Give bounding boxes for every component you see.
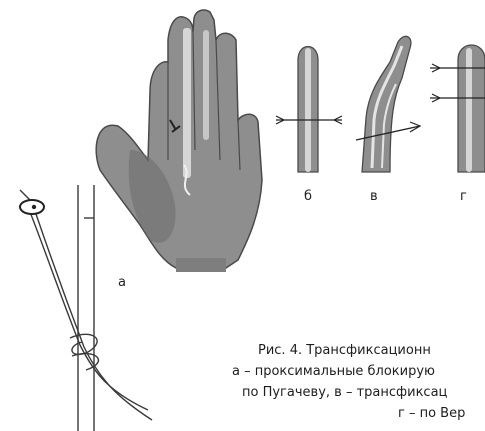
finger-g-illustration: [430, 45, 485, 172]
caption-line-1: Рис. 4. Трансфиксационн: [258, 342, 431, 360]
clamp-icon: [20, 200, 44, 214]
caption-line-3: по Пугачеву, в – трансфиксац: [242, 384, 447, 402]
caption-line-4: г – по Вер: [398, 405, 465, 423]
finger-b-illustration: [276, 47, 342, 173]
panel-label-g: г: [460, 189, 467, 204]
caption-line-2: а – проксимальные блокирую: [232, 363, 435, 381]
finger-v-illustration: [356, 36, 420, 172]
panel-label-a: а: [118, 275, 126, 290]
panel-label-v: в: [370, 189, 378, 204]
figure-caption: Рис. 4. Трансфиксационн а – проксимальны…: [0, 342, 485, 431]
panel-label-b: б: [304, 189, 312, 204]
hand-illustration: [96, 10, 262, 272]
